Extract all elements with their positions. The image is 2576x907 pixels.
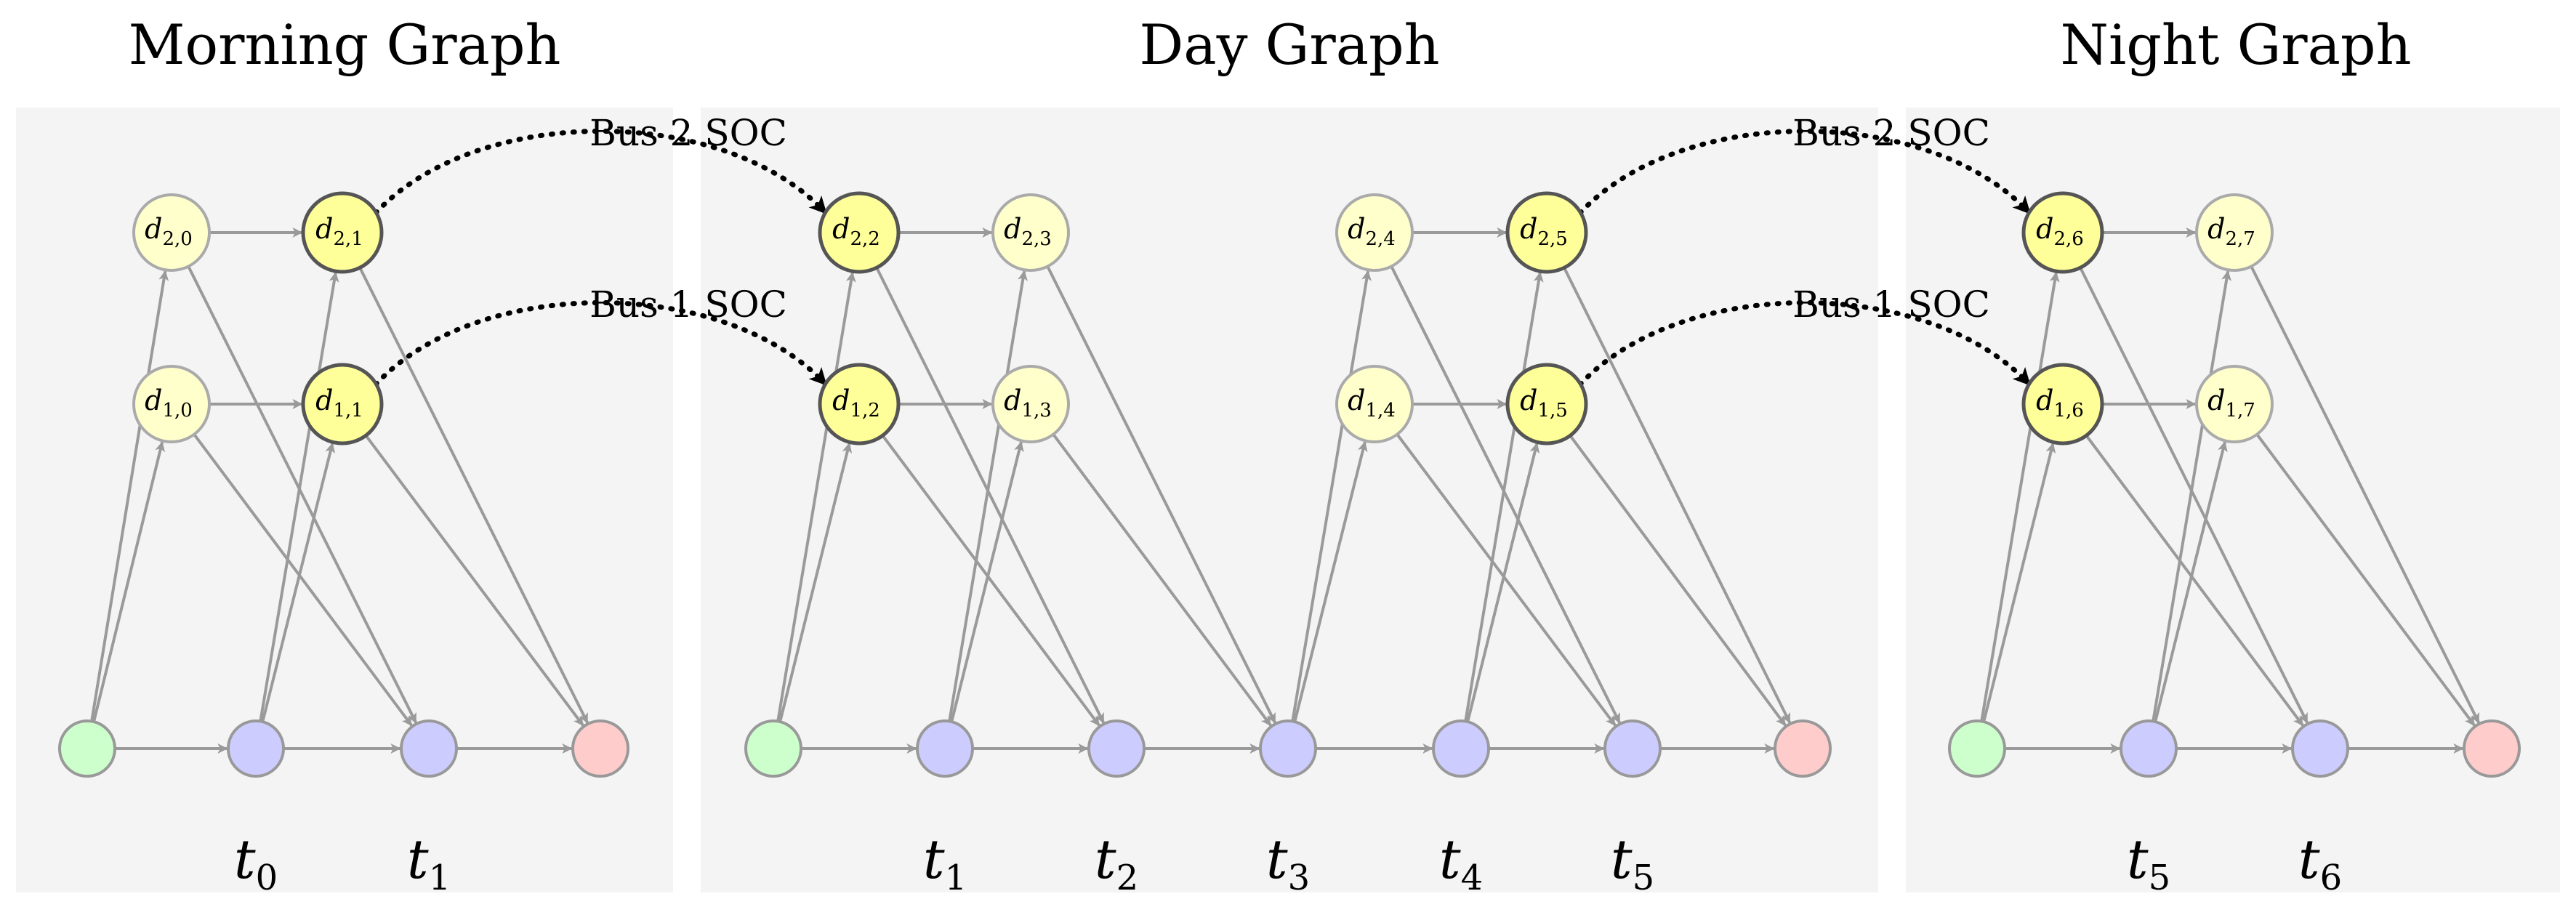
- time-label: t5: [1611, 829, 1654, 898]
- flow-edge: [92, 441, 165, 722]
- soc-node: [818, 363, 901, 446]
- flow-edge: [1569, 435, 1787, 727]
- soc-node: [2021, 191, 2104, 274]
- time-label: t5: [2127, 829, 2170, 898]
- flow-edge: [1464, 271, 1544, 722]
- flow-edge: [2154, 441, 2228, 722]
- flow-edge: [1466, 442, 1540, 722]
- flow-edge: [1046, 265, 1276, 724]
- flow-edge: [2079, 267, 2309, 724]
- soc-link-arrow: [373, 129, 829, 216]
- soc-node: [1505, 191, 1588, 274]
- time-label: t3: [1266, 829, 1310, 898]
- time-label: t1: [923, 829, 967, 898]
- soc-links: [373, 129, 2032, 387]
- flow-edge: [358, 267, 589, 724]
- source-node: [1948, 719, 2006, 778]
- sink-node: [571, 719, 629, 778]
- time-node: [400, 719, 458, 778]
- flow-edge: [1982, 442, 2056, 722]
- time-node: [227, 719, 285, 778]
- soc-node-label: d2,6: [2036, 213, 2084, 250]
- day-graph-title: Day Graph: [1139, 12, 1439, 77]
- flow-edge: [2085, 435, 2304, 727]
- soc-link-arrow: [373, 300, 829, 387]
- flow-edge: [778, 442, 853, 722]
- soc-node: [301, 363, 384, 446]
- soc-link-arrow: [1577, 129, 2032, 216]
- source-node: [58, 719, 116, 778]
- sink-node: [1774, 719, 1832, 778]
- time-node: [2291, 719, 2349, 778]
- time-node: [1087, 719, 1146, 778]
- flow-edge: [2255, 433, 2476, 727]
- soc-link-label: Bus 2 SOC: [589, 112, 787, 154]
- flow-edge: [187, 265, 417, 724]
- edges: [90, 227, 2480, 754]
- soc-node-label: d2,5: [1520, 213, 1568, 250]
- source-node: [744, 719, 802, 778]
- flow-edge: [776, 271, 856, 722]
- soc-node: [991, 365, 1070, 443]
- soc-node: [1335, 193, 1414, 272]
- soc-node: [1335, 365, 1414, 443]
- soc-node: [132, 193, 211, 272]
- soc-node: [132, 365, 211, 443]
- flow-edge: [875, 267, 1105, 724]
- flow-edge: [261, 442, 336, 722]
- flow-edge: [1980, 271, 2060, 722]
- flow-edge: [1291, 270, 1372, 722]
- soc-link-label: Bus 2 SOC: [1792, 112, 1990, 154]
- soc-link-label: Bus 1 SOC: [589, 283, 787, 326]
- flow-edge: [1390, 265, 1621, 724]
- time-node: [2120, 719, 2178, 778]
- flow-edge: [2152, 270, 2231, 722]
- sink-node: [2463, 719, 2521, 778]
- flow-edge: [1563, 267, 1792, 724]
- time-label: t2: [1095, 829, 1138, 898]
- morning-graph-title: Morning Graph: [129, 12, 561, 77]
- time-label: t1: [407, 829, 451, 898]
- soc-node: [991, 193, 1070, 272]
- time-node: [1603, 719, 1662, 778]
- time-node: [1432, 719, 1490, 778]
- soc-node-label: d1,7: [2207, 384, 2255, 422]
- soc-node: [1505, 363, 1588, 446]
- soc-node: [818, 191, 901, 274]
- flow-edge: [193, 433, 413, 727]
- time-label: t0: [234, 829, 278, 898]
- soc-node: [301, 191, 384, 274]
- soc-link-arrow: [1577, 300, 2032, 387]
- soc-node: [2195, 193, 2274, 272]
- flow-edge: [1396, 433, 1617, 727]
- flow-edge: [1052, 433, 1272, 727]
- soc-node: [2021, 363, 2104, 446]
- time-label: t6: [2298, 829, 2342, 898]
- nodes: d1,0d2,0d1,1d2,1d1,2d2,2d1,3d2,3d1,4d2,4…: [58, 191, 2521, 778]
- flow-edge: [950, 441, 1024, 722]
- flow-edge: [2250, 265, 2480, 724]
- flow-edge: [948, 270, 1028, 722]
- soc-node: [2195, 365, 2274, 443]
- time-node: [916, 719, 974, 778]
- time-label: t4: [1439, 829, 1483, 898]
- soc-link-label: Bus 1 SOC: [1792, 283, 1990, 326]
- flow-edge: [259, 271, 339, 722]
- flow-edge: [364, 435, 584, 727]
- night-graph-title: Night Graph: [2060, 12, 2411, 77]
- flow-edge: [881, 435, 1100, 727]
- flow-edge: [90, 270, 169, 722]
- time-node: [1259, 719, 1317, 778]
- flow-edge: [1293, 441, 1368, 722]
- soc-node-label: d2,1: [315, 213, 363, 250]
